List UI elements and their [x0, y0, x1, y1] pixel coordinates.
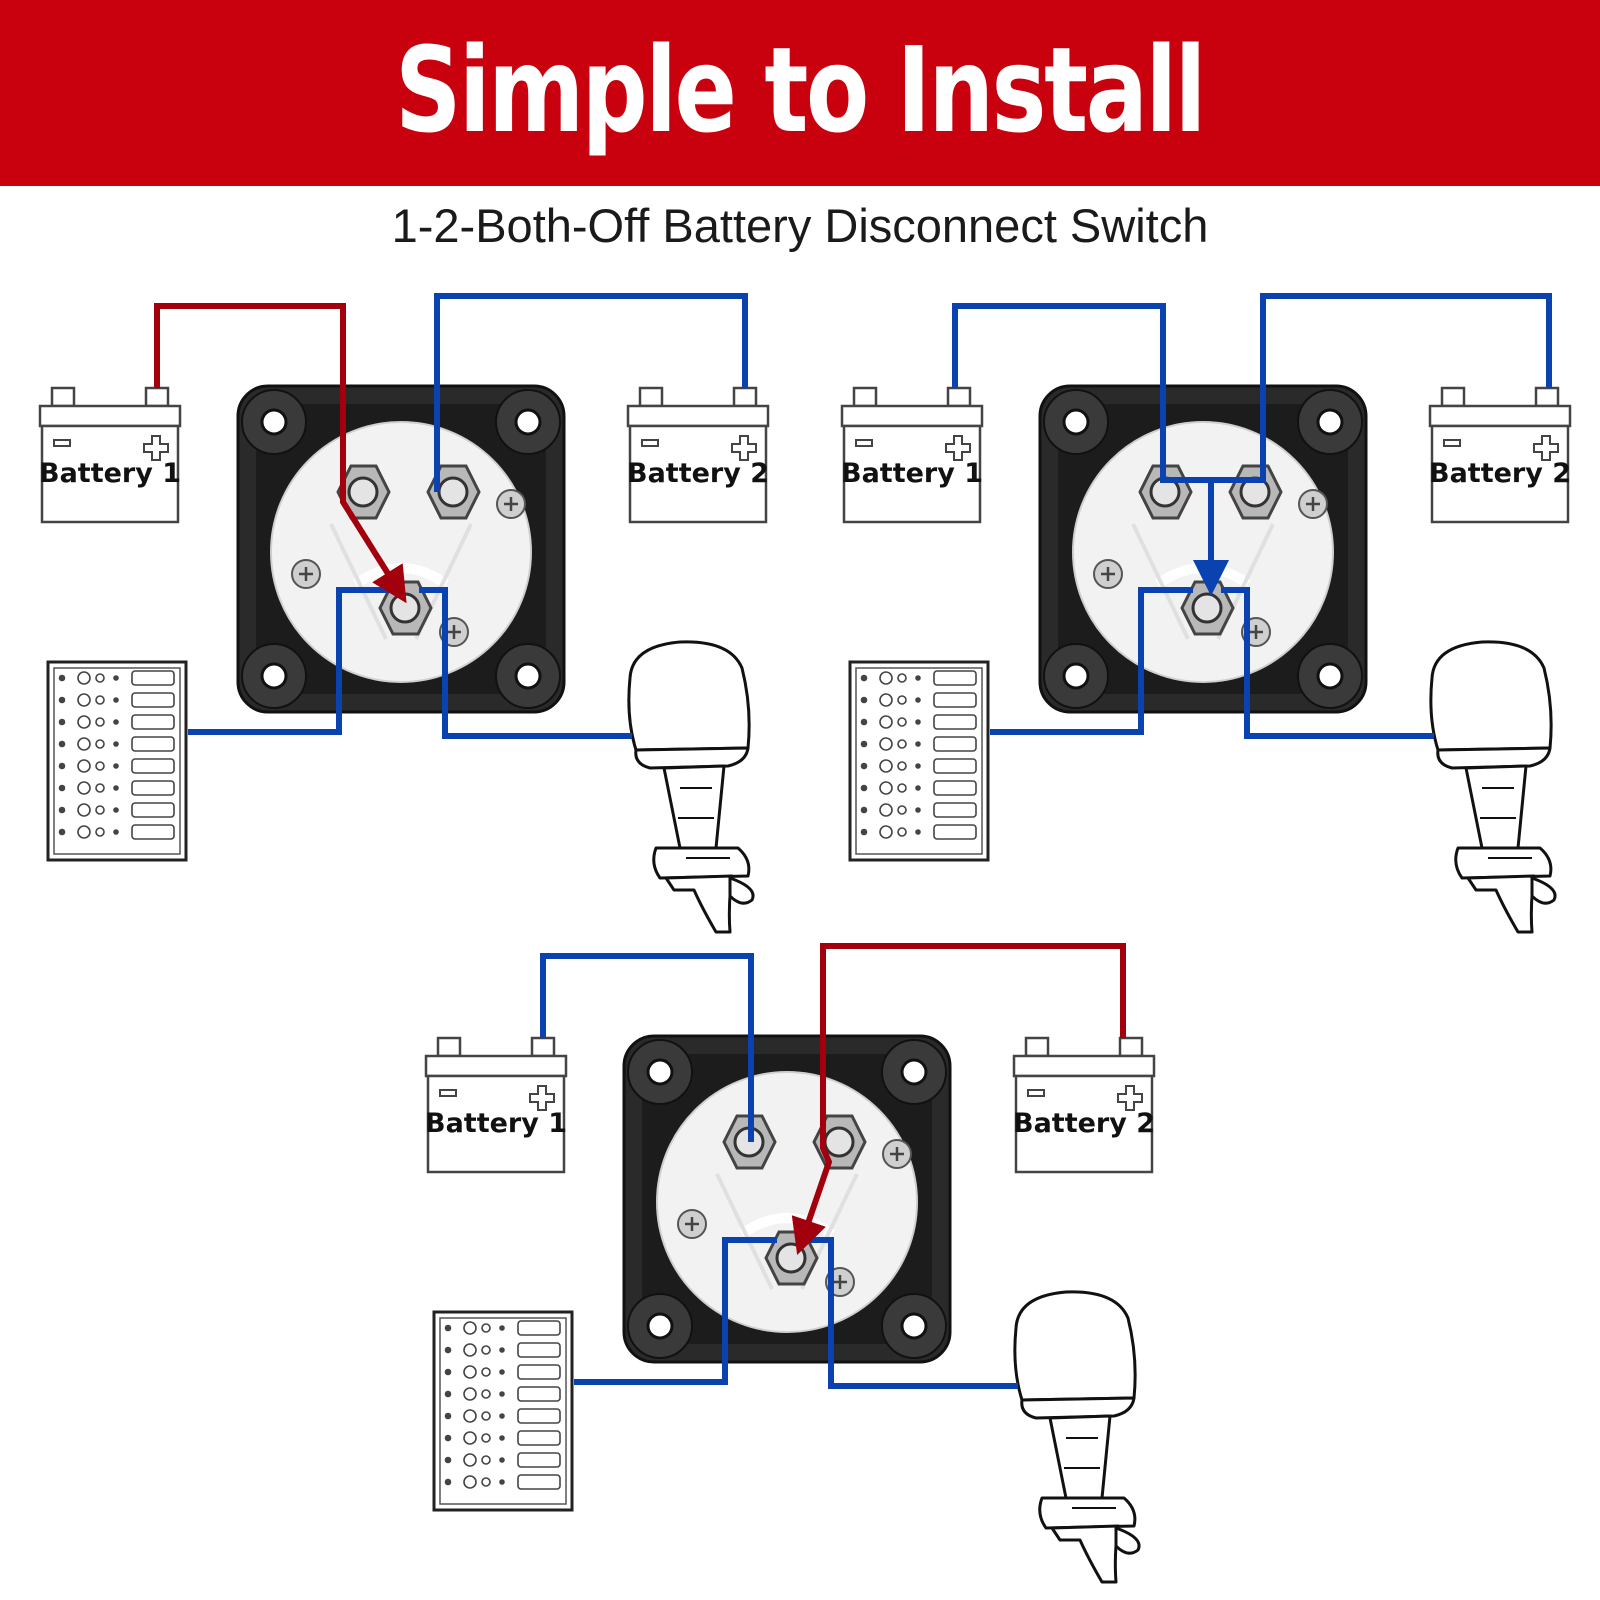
- diagram-battery-1: Battery 1 Battery 2: [39, 293, 769, 932]
- battery-1-icon: [40, 388, 180, 522]
- wire-battery-1-active: [154, 303, 407, 604]
- wire-motor: [419, 587, 632, 739]
- battery-1-icon: [842, 388, 982, 522]
- wire-battery-2: [434, 293, 748, 492]
- wire-battery-1: [540, 953, 754, 1142]
- battery-switch: [1040, 386, 1366, 712]
- outboard-motor-icon: [629, 642, 753, 932]
- page-subtitle: 1-2-Both-Off Battery Disconnect Switch: [391, 199, 1209, 252]
- battery-1-label: Battery 1: [841, 458, 983, 489]
- battery-2-label: Battery 2: [627, 458, 769, 489]
- battery-switch: [238, 386, 564, 712]
- fuse-panel-icon: [48, 662, 186, 860]
- title-banner: Simple to Install: [0, 0, 1600, 186]
- wire-fuse-panel: [990, 587, 1193, 735]
- battery-2-icon: [628, 388, 768, 522]
- battery-2-icon: [1430, 388, 1570, 522]
- fuse-panel-icon: [850, 662, 988, 860]
- battery-1-icon: [426, 1038, 566, 1172]
- battery-1-label: Battery 1: [425, 1108, 567, 1139]
- wire-fuse-panel: [574, 1237, 777, 1385]
- battery-2-icon: [1014, 1038, 1154, 1172]
- wire-motor: [1221, 587, 1434, 739]
- battery-2-label: Battery 2: [1013, 1108, 1155, 1139]
- outboard-motor-icon: [1015, 1292, 1139, 1582]
- page-title: Simple to Install: [395, 21, 1207, 159]
- outboard-motor-icon: [1431, 642, 1555, 932]
- wire-fuse-panel: [188, 587, 391, 735]
- diagram-both: Battery 1 Battery 2: [841, 293, 1571, 932]
- diagram-battery-2: Battery 1 Battery 2: [425, 943, 1155, 1582]
- wire-battery-2-active: [791, 943, 1126, 1256]
- battery-switch: [624, 1036, 950, 1362]
- fuse-panel-icon: [434, 1312, 572, 1510]
- battery-1-label: Battery 1: [39, 458, 181, 489]
- battery-2-label: Battery 2: [1429, 458, 1571, 489]
